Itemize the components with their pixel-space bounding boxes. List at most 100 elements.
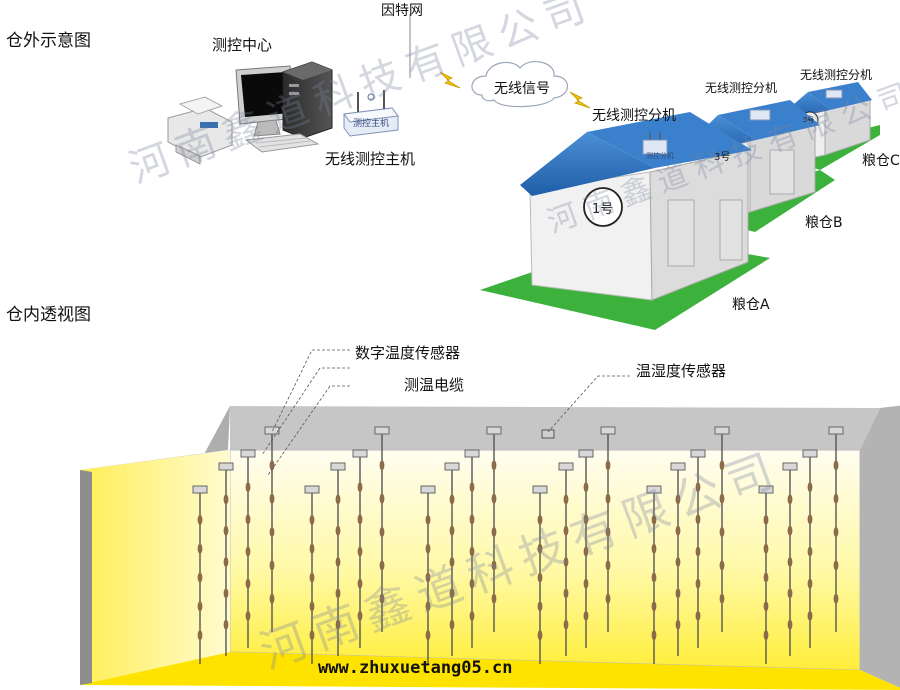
humidity-sensor bbox=[541, 429, 555, 439]
cloud-icon bbox=[471, 60, 569, 108]
temp-sensor-1-5-1 bbox=[807, 482, 813, 493]
temp-sensor-3-2-1 bbox=[425, 514, 431, 525]
host-label: 无线测控主机 bbox=[325, 150, 416, 168]
temp-sensor-2-5-1 bbox=[787, 494, 793, 505]
temp-sensor-2-1-1 bbox=[335, 494, 341, 505]
temp-sensor-3-1-1 bbox=[309, 514, 315, 525]
inside-section-title: 仓内透视图 bbox=[6, 305, 91, 325]
temp-sensor-3-0-3 bbox=[197, 572, 203, 583]
temp-sensor-3-3-3 bbox=[537, 572, 543, 583]
sensor-tag-3-3 bbox=[532, 485, 548, 494]
temp-sensor-1-5-4 bbox=[807, 578, 813, 589]
temp-sensor-1-4-2 bbox=[695, 514, 701, 525]
humidity-sensor-label: 温湿度传感器 bbox=[636, 362, 727, 380]
temp-sensor-1-4-3 bbox=[695, 546, 701, 557]
antenna-icon bbox=[642, 89, 843, 155]
temp-sensor-1-1-1 bbox=[357, 482, 363, 493]
cable-label: 测温电缆 bbox=[404, 376, 465, 394]
temp-sensor-3-1-3 bbox=[309, 572, 315, 583]
node-label-a: 无线测控分机 bbox=[592, 108, 676, 124]
sensor-tag-1-4 bbox=[690, 449, 706, 458]
temp-sensor-2-1-3 bbox=[335, 557, 341, 567]
temp-sensor-2-5-5 bbox=[787, 619, 793, 630]
sensor-tag-1-2 bbox=[464, 449, 480, 458]
temp-sensor-3-5-5 bbox=[763, 630, 769, 641]
lightning-icon bbox=[439, 71, 591, 109]
temp-sensor-1-4-4 bbox=[695, 578, 701, 589]
sensor-tag-2-3 bbox=[558, 462, 574, 471]
router-icon bbox=[343, 90, 399, 137]
sensor-tag-2-0 bbox=[218, 462, 234, 471]
temp-sensor-2-2-1 bbox=[449, 494, 455, 505]
temp-sensor-3-1-2 bbox=[309, 543, 315, 554]
temp-sensor-0-1-1 bbox=[379, 460, 385, 471]
temp-sensor-1-2-1 bbox=[469, 482, 475, 493]
temp-sensor-3-0-1 bbox=[197, 514, 203, 525]
warehouse-interior bbox=[80, 405, 900, 690]
temp-sensor-0-2-1 bbox=[491, 460, 497, 471]
temp-sensor-0-1-5 bbox=[379, 593, 385, 604]
temp-sensor-3-3-1 bbox=[537, 514, 543, 525]
temp-sensor-3-5-3 bbox=[763, 572, 769, 583]
sensor-tag-3-0 bbox=[192, 485, 208, 494]
temp-sensor-2-1-5 bbox=[335, 619, 341, 630]
temp-sensor-0-0-4 bbox=[269, 560, 275, 571]
barn-b-label: 粮仓B bbox=[805, 215, 843, 231]
node-label-b: 无线测控分机 bbox=[705, 81, 778, 95]
temp-sensor-1-2-5 bbox=[469, 610, 475, 621]
temp-sensor-0-1-2 bbox=[379, 493, 385, 504]
temp-sensor-3-2-4 bbox=[425, 601, 431, 612]
barn-a bbox=[480, 112, 770, 330]
temp-sensor-0-5-4 bbox=[833, 560, 839, 571]
temp-sensor-1-1-4 bbox=[357, 578, 363, 589]
sensor-tag-1-1 bbox=[352, 449, 368, 458]
temp-sensor-2-0-4 bbox=[223, 588, 229, 599]
temp-sensor-0-0-1 bbox=[269, 460, 275, 471]
printer-icon bbox=[167, 96, 233, 165]
temp-sensor-1-4-1 bbox=[695, 482, 701, 493]
keyboard-icon bbox=[244, 133, 320, 153]
temp-sensor-1-0-3 bbox=[245, 546, 251, 557]
temp-sensor-2-2-2 bbox=[449, 525, 455, 536]
temp-sensor-3-3-5 bbox=[537, 630, 543, 641]
temp-sensor-0-3-2 bbox=[605, 493, 611, 504]
temp-sensor-0-4-4 bbox=[719, 560, 725, 571]
temp-sensor-3-4-3 bbox=[651, 572, 657, 583]
sensor-tag-0-2 bbox=[486, 426, 502, 435]
temp-sensor-3-0-2 bbox=[197, 543, 203, 554]
temp-sensor-2-3-2 bbox=[563, 525, 569, 536]
temp-sensor-0-2-3 bbox=[491, 527, 497, 537]
temp-sensor-2-0-1 bbox=[223, 494, 229, 505]
temp-sensor-1-5-5 bbox=[807, 610, 813, 621]
temp-sensor-1-5-2 bbox=[807, 514, 813, 525]
sensor-tag-0-5 bbox=[828, 426, 844, 435]
temp-sensor-2-5-2 bbox=[787, 525, 793, 536]
sensor-tag-0-1 bbox=[374, 426, 390, 435]
website-url: www.zhuxuetang05.cn bbox=[318, 658, 513, 678]
temp-sensor-0-1-3 bbox=[379, 527, 385, 537]
barn-number-5: 5号 bbox=[803, 116, 815, 124]
temp-sensor-2-2-4 bbox=[449, 588, 455, 599]
temp-sensor-2-2-5 bbox=[449, 619, 455, 630]
sensor-tag-1-0 bbox=[240, 449, 256, 458]
temp-sensor-0-2-4 bbox=[491, 560, 497, 571]
sensor-tag-2-1 bbox=[330, 462, 346, 471]
monitor-icon bbox=[235, 65, 297, 137]
sensor-tag-3-4 bbox=[646, 485, 662, 494]
temp-sensor-0-3-5 bbox=[605, 593, 611, 604]
temp-sensor-3-5-4 bbox=[763, 601, 769, 612]
temp-sensor-2-1-4 bbox=[335, 588, 341, 599]
temp-sensor-2-3-3 bbox=[563, 557, 569, 567]
temp-sensor-1-3-5 bbox=[583, 610, 589, 621]
sensor-tag-0-0 bbox=[264, 426, 280, 435]
sensor-tag-0-3 bbox=[600, 426, 616, 435]
temp-sensor-2-1-2 bbox=[335, 525, 341, 536]
temp-sensor-1-3-1 bbox=[583, 482, 589, 493]
temp-sensor-3-5-1 bbox=[763, 514, 769, 525]
computer-tower-icon bbox=[282, 61, 333, 139]
temp-sensor-0-0-5 bbox=[269, 593, 275, 604]
temp-sensor-1-1-2 bbox=[357, 514, 363, 525]
digital-sensor-label: 数字温度传感器 bbox=[355, 344, 461, 362]
barn-number-3: 3号 bbox=[714, 152, 731, 163]
